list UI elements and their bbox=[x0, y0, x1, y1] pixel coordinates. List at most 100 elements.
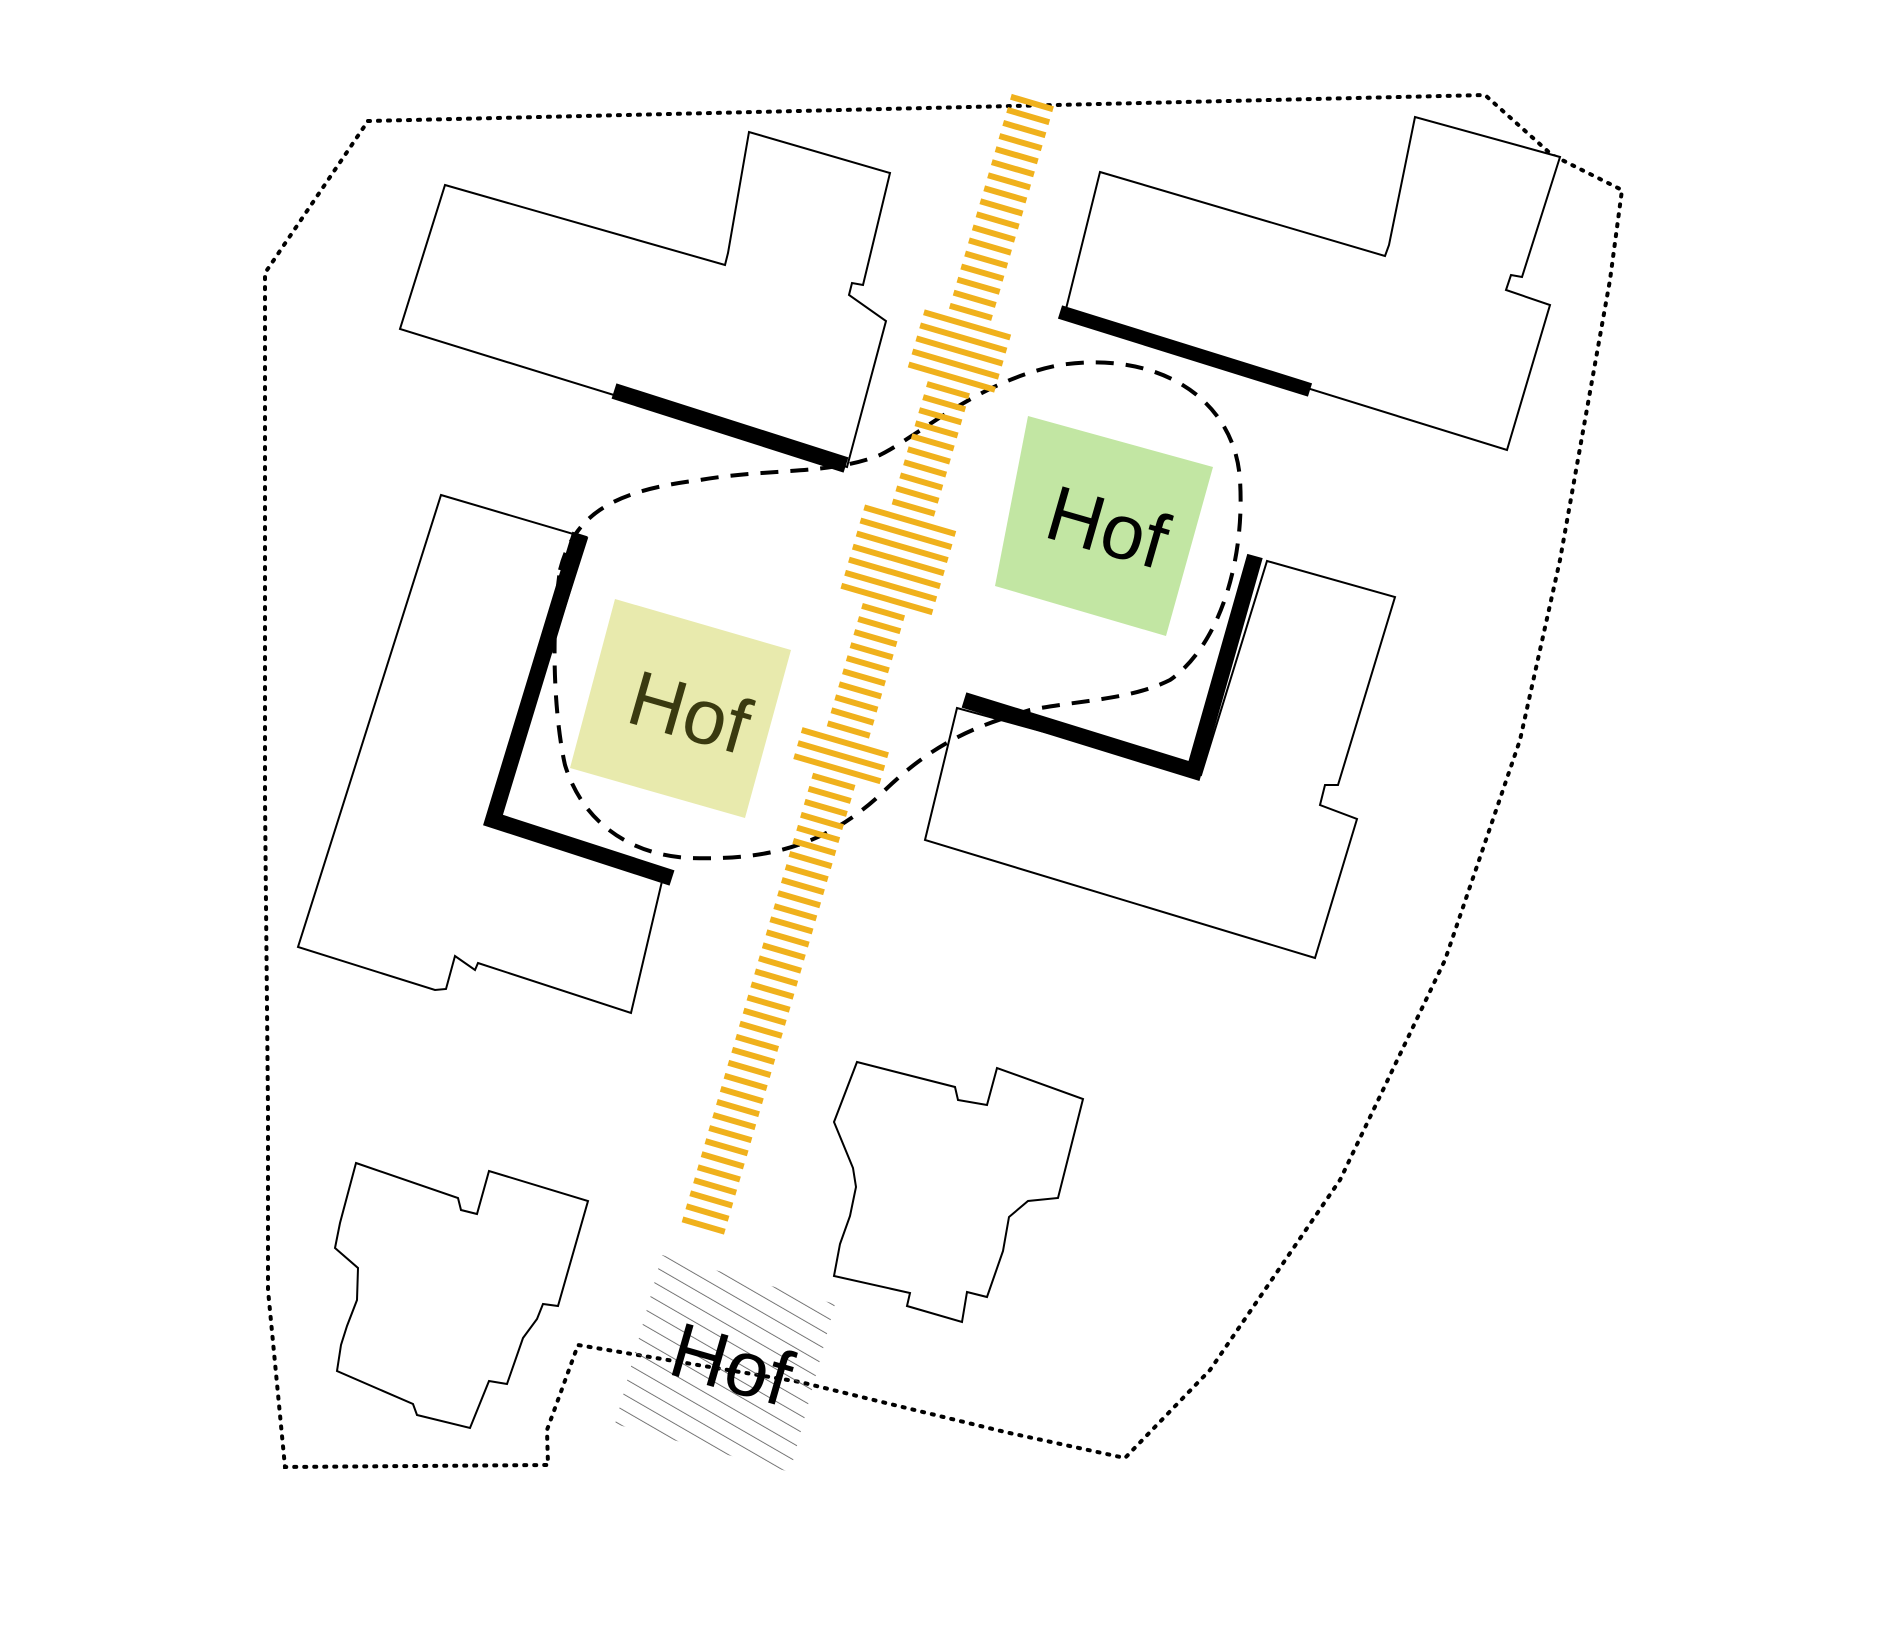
frontage-middle-west bbox=[483, 531, 675, 886]
path-dash bbox=[956, 276, 1001, 295]
path-dash bbox=[923, 309, 1012, 341]
path-dash bbox=[987, 172, 1032, 191]
path-dash bbox=[849, 642, 894, 661]
path-dash bbox=[719, 1086, 764, 1105]
building-south-east bbox=[832, 1060, 1085, 1324]
path-dash bbox=[840, 582, 934, 616]
path-dash bbox=[968, 237, 1012, 256]
path-dash bbox=[716, 1099, 760, 1118]
path-dash bbox=[723, 1072, 768, 1091]
path-dash bbox=[990, 159, 1035, 178]
path-dash bbox=[975, 211, 1020, 230]
path-dash bbox=[727, 1059, 772, 1078]
path-dash bbox=[859, 517, 953, 550]
path-dash bbox=[979, 198, 1024, 217]
path-dash bbox=[704, 1138, 749, 1157]
path-dash bbox=[907, 361, 996, 393]
path-dash bbox=[689, 1190, 734, 1209]
path-dash bbox=[1010, 93, 1054, 113]
path-dash bbox=[906, 446, 951, 465]
path-dash bbox=[848, 556, 941, 590]
path-dash bbox=[863, 504, 957, 537]
path-dash bbox=[903, 459, 948, 478]
path-dash bbox=[915, 335, 1004, 367]
path-dash bbox=[793, 753, 882, 785]
path-dash bbox=[735, 1033, 780, 1052]
path-dash bbox=[845, 655, 890, 674]
path-dash bbox=[803, 798, 848, 817]
path-dash bbox=[842, 668, 886, 687]
path-dash bbox=[800, 811, 844, 830]
path-dash bbox=[797, 740, 886, 772]
path-dash bbox=[685, 1203, 730, 1222]
path-dash bbox=[712, 1112, 757, 1131]
path-dash bbox=[750, 981, 795, 1000]
path-dash bbox=[784, 864, 829, 883]
path-dash bbox=[681, 1216, 726, 1235]
path-dash bbox=[994, 146, 1039, 165]
building-frontages bbox=[483, 305, 1313, 886]
path-dash bbox=[926, 381, 970, 400]
path-dash bbox=[857, 616, 902, 635]
courtyard-square-green bbox=[995, 416, 1213, 636]
building-north-west bbox=[398, 130, 892, 469]
path-dash bbox=[788, 851, 833, 870]
path-dash bbox=[777, 890, 822, 909]
path-dash bbox=[830, 707, 875, 726]
shared-courtyard-outline bbox=[552, 360, 1243, 861]
path-dash bbox=[731, 1046, 776, 1065]
path-dash bbox=[742, 1007, 787, 1026]
path-dash bbox=[844, 569, 938, 603]
path-dash bbox=[914, 420, 959, 439]
path-dash bbox=[807, 785, 852, 804]
path-dash bbox=[838, 681, 883, 700]
path-dash bbox=[855, 530, 949, 563]
path-dash bbox=[895, 485, 940, 504]
path-dash bbox=[1006, 107, 1051, 126]
path-dash bbox=[773, 903, 818, 922]
path-dash bbox=[758, 955, 802, 974]
building-north-east bbox=[1063, 115, 1562, 452]
frontage-middle-east bbox=[961, 553, 1263, 782]
path-dash bbox=[792, 838, 837, 857]
path-dash bbox=[708, 1125, 753, 1144]
path-dash bbox=[811, 772, 856, 791]
path-dash bbox=[780, 877, 825, 896]
path-dash bbox=[769, 916, 814, 935]
path-dash bbox=[971, 224, 1016, 243]
path-dash bbox=[998, 133, 1043, 152]
path-dash bbox=[738, 1020, 783, 1039]
path-dash bbox=[919, 322, 1008, 354]
path-dash bbox=[960, 263, 1005, 282]
path-dash bbox=[918, 407, 963, 426]
path-dash bbox=[948, 302, 993, 321]
path-dash bbox=[952, 289, 997, 308]
path-dash bbox=[826, 720, 871, 739]
path-dash bbox=[1002, 120, 1047, 139]
buildings bbox=[296, 115, 1562, 1430]
frontage-north-east bbox=[1057, 305, 1313, 397]
path-dash bbox=[700, 1151, 745, 1170]
courtyard-hatched bbox=[615, 1255, 835, 1472]
path-dash bbox=[910, 433, 955, 452]
building-south-west bbox=[333, 1161, 590, 1430]
path-dash bbox=[796, 824, 841, 843]
path-dash bbox=[693, 1177, 738, 1196]
courtyard-square-yellow bbox=[570, 599, 791, 818]
path-dash bbox=[800, 727, 889, 759]
frontage-north-west bbox=[611, 383, 849, 473]
path-dash bbox=[754, 968, 799, 987]
pedestrian-path bbox=[681, 93, 1054, 1235]
path-dash bbox=[861, 603, 906, 622]
path-dash bbox=[922, 394, 967, 413]
path-dash bbox=[851, 543, 945, 577]
path-dash bbox=[696, 1164, 741, 1183]
path-dash bbox=[964, 250, 1009, 269]
path-dash bbox=[899, 472, 944, 491]
path-dash bbox=[834, 694, 879, 713]
site-boundary bbox=[263, 92, 1625, 1470]
path-dash bbox=[891, 498, 936, 517]
path-dash bbox=[765, 929, 810, 948]
path-dash bbox=[746, 994, 791, 1013]
